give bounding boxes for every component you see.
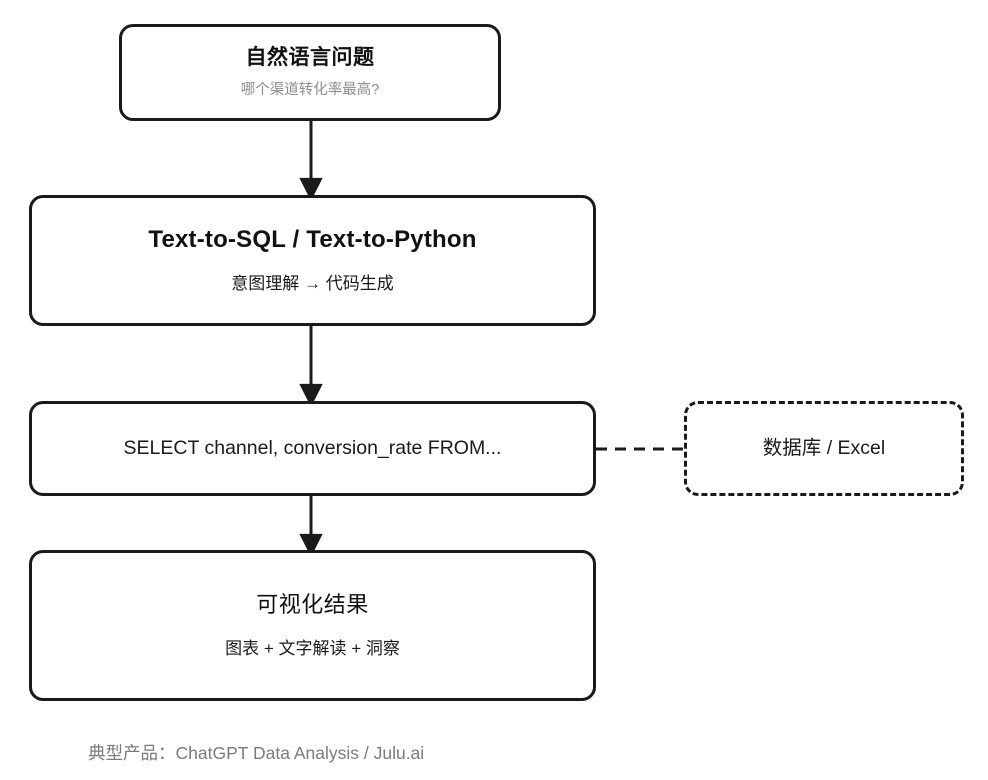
node-generated-sql[interactable]: SELECT channel, conversion_rate FROM... [29, 401, 596, 496]
footnote-typical-products: 典型产品：ChatGPT Data Analysis / Julu.ai [88, 743, 425, 763]
node-visualization-result[interactable]: 可视化结果 图表 + 文字解读 + 洞察 [29, 550, 596, 701]
node-data-source[interactable]: 数据库 / Excel [684, 401, 964, 496]
node-natural-language-question[interactable]: 自然语言问题 哪个渠道转化率最高? [119, 24, 501, 121]
node-question-subtitle: 哪个渠道转化率最高? [240, 82, 380, 99]
node-text-to-sql-engine[interactable]: Text-to-SQL / Text-to-Python 意图理解 → 代码生成 [29, 195, 596, 326]
node-engine-subtitle: 意图理解 → 代码生成 [231, 274, 394, 294]
node-question-title: 自然语言问题 [245, 45, 375, 69]
node-datasource-title: 数据库 / Excel [762, 437, 886, 460]
node-visualization-subtitle: 图表 + 文字解读 + 洞察 [225, 639, 400, 659]
node-visualization-title: 可视化结果 [256, 591, 369, 617]
node-engine-title: Text-to-SQL / Text-to-Python [148, 226, 477, 254]
node-sql-title: SELECT channel, conversion_rate FROM... [123, 437, 502, 460]
